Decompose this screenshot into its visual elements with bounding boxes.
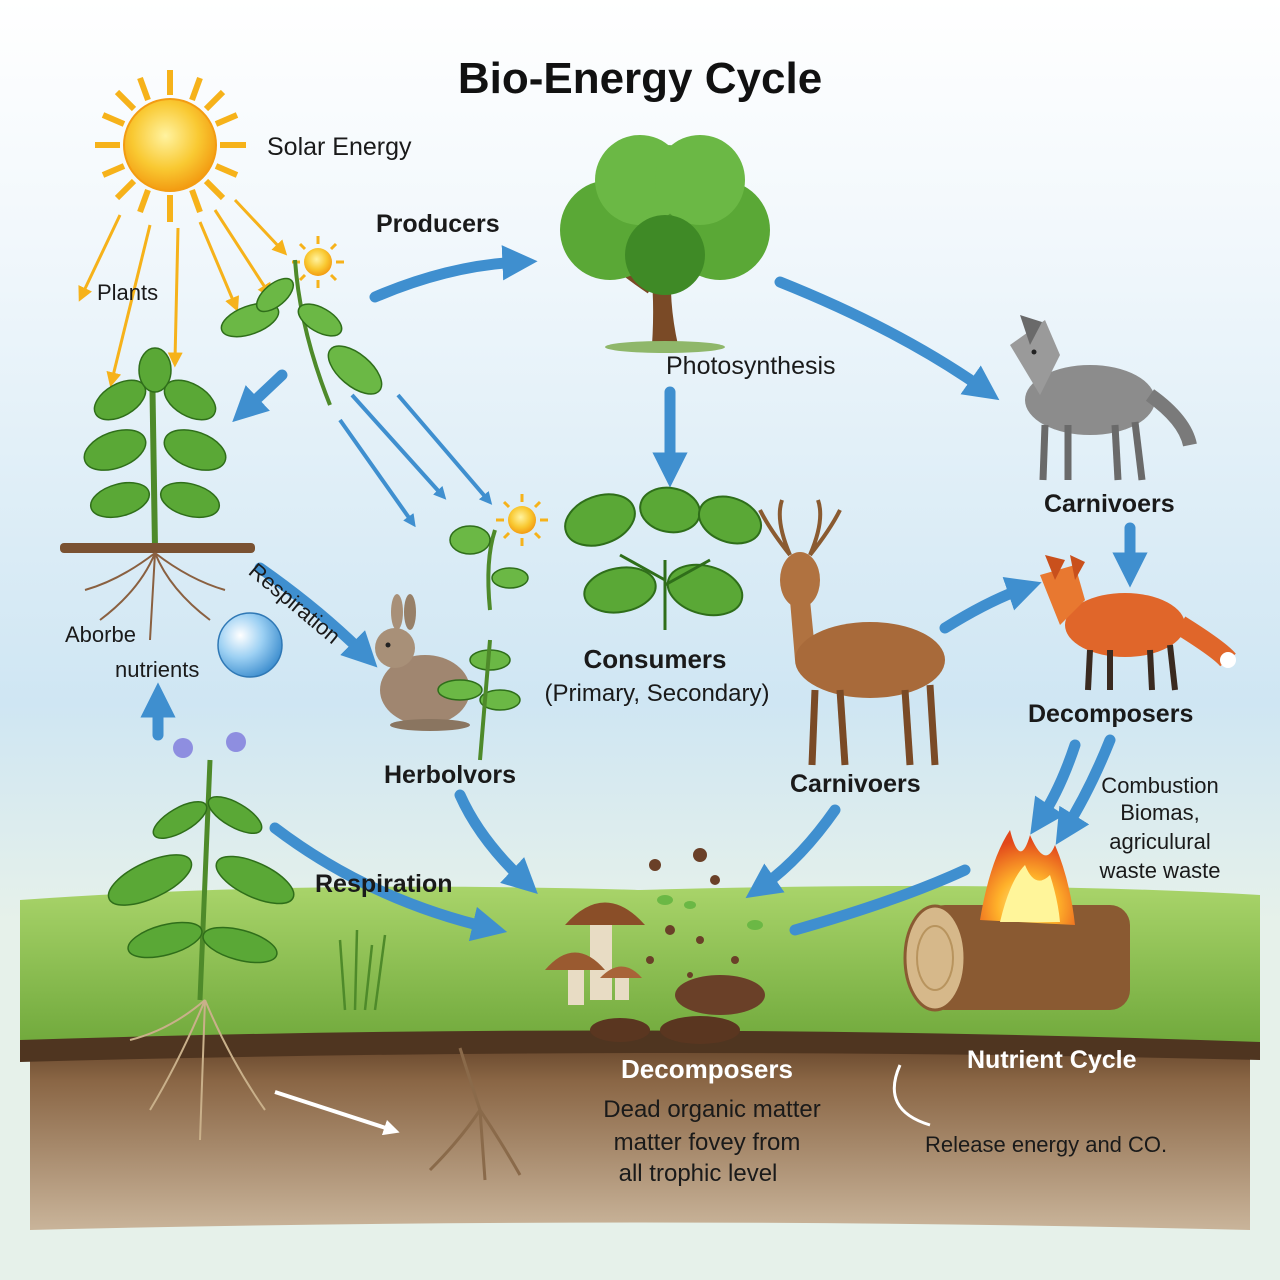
deer-illustration [758,499,945,766]
label-consumers-sub: (Primary, Secondary) [544,680,770,707]
label-consumers: Consumers [583,644,727,674]
arrow-decomposers-to-combustion [1030,739,1081,835]
label-carnivores-mid: Carnivoers [790,770,921,798]
arrow-to-producers [369,245,538,303]
flowering-plant-illustration [107,732,295,1141]
label-herbivores: Herbolvors [384,761,516,789]
label-combustion-4: waste waste [1099,858,1221,883]
wolf-illustration [1010,315,1197,481]
root-arrow [274,1090,400,1136]
arrow-to-plants [232,369,288,423]
label-dead-organic-1: Dead organic matter [603,1096,821,1123]
arrow-decomposers-to-fire [789,864,971,936]
nutrient-cycle-bracket [892,1064,931,1127]
label-combustion-2: Biomas, [1120,800,1200,825]
label-nutrients: nutrients [115,657,200,682]
label-combustion-3: agriculural [1109,829,1211,854]
label-respiration-low: Respiration [315,870,453,898]
tree-illustration [560,135,770,353]
label-release-energy: Release energy and CO. [925,1132,1168,1157]
sprig-illustration [220,259,383,406]
mushrooms-illustration [545,848,765,1044]
seedling-illustration [437,525,529,761]
water-bubble-icon [217,612,283,678]
label-combustion: Combustion [1101,773,1219,798]
energy-flow-arrows [140,245,1148,942]
arrow-deer-to-fox [939,577,1042,634]
arrow-carnivores-to-decomposers [745,804,841,899]
label-dead-organic-2: matter fovey from [613,1129,801,1156]
arrow-to-carnivores [774,276,1000,401]
label-absorb: Aborbe [65,622,136,647]
label-decomposers-right: Decomposers [1028,700,1194,728]
label-carnivores-top: Carnivoers [1044,490,1175,518]
roots-illustration [428,1047,522,1181]
page-title: Bio-Energy Cycle [457,54,823,103]
label-photosynthesis: Photosynthesis [666,352,836,380]
label-nutrient-cycle: Nutrient Cycle [967,1046,1137,1074]
small-sun-icon [292,236,344,288]
sun-rays [78,198,288,388]
label-plants: Plants [97,280,159,305]
label-decomposers-bottom: Decomposers [621,1054,793,1084]
plant-illustration [60,347,255,641]
grass-tuft [338,929,387,1011]
fox-illustration [1040,555,1236,691]
small-sun-icon [496,494,548,546]
leaves-illustration [564,486,762,630]
sun-icon [95,70,246,222]
thin-flow-arrows [338,393,493,528]
label-solar-energy: Solar Energy [267,133,412,161]
rabbit-illustration [375,594,470,731]
label-producers: Producers [376,210,500,238]
arrow-respiration [254,562,378,668]
arrow-decomposers-to-combustion-2 [1055,734,1116,845]
arrow-respiration-low [269,822,508,942]
label-dead-organic-3: all trophic level [618,1160,778,1187]
arrow-herbivores-to-decomposers [454,789,538,895]
log-fire-illustration [903,830,1130,1012]
